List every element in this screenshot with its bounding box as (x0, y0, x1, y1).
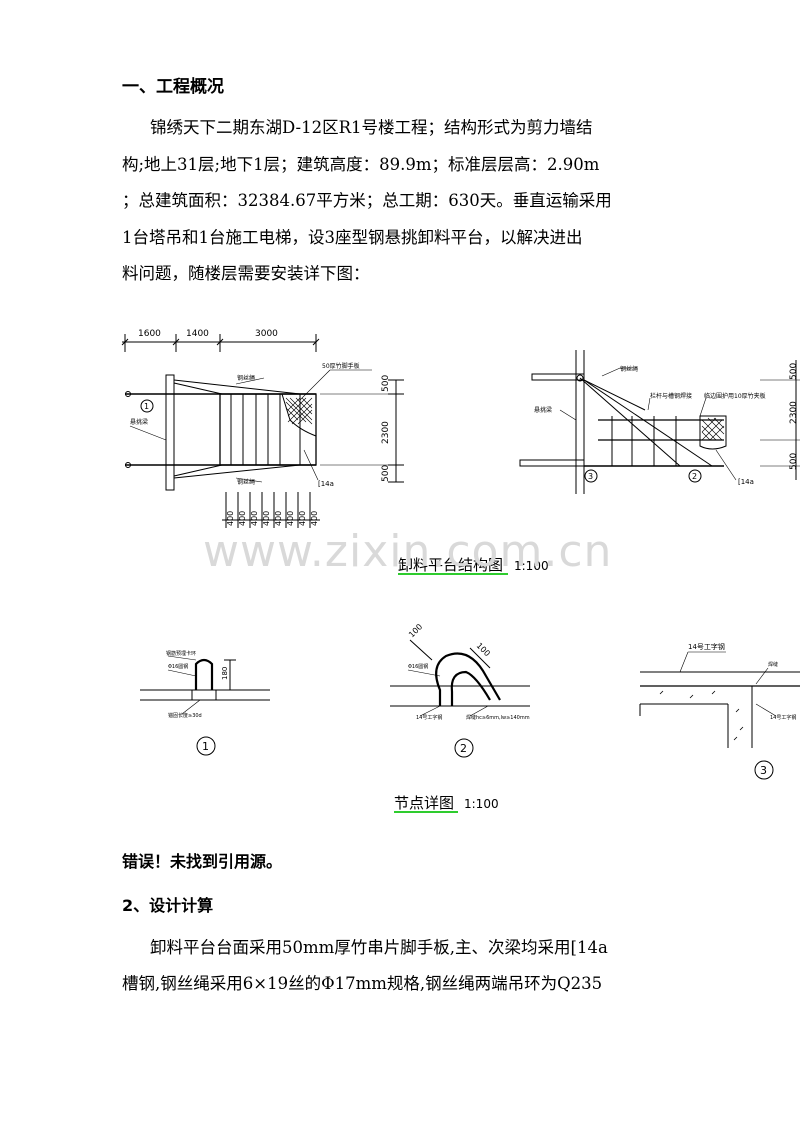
overview-line: 料问题，随楼层需要安装详下图： (122, 264, 370, 283)
figure1-title: 卸料平台结构图 (398, 556, 503, 574)
detail1-number: 1 (202, 740, 209, 753)
detail3-label-beam: 14号工字钢 (688, 642, 725, 651)
label-cantilever-beam-right: 悬挑梁 (534, 406, 552, 414)
section-heading-overview: 一、工程概况 (122, 77, 224, 97)
callout-1: 1 (144, 402, 149, 411)
design-paragraph: 卸料平台台面采用50mm厚竹串片脚手板,主、次梁均采用[14a 槽钢,钢丝绳采用… (122, 930, 682, 1002)
overview-line: 构;地上31层;地下1层；建筑高度：89.9m；标准层层高：2.90m (122, 154, 600, 174)
label-channel-right: [14a (738, 478, 754, 486)
dim-bottom: 400 (250, 511, 259, 526)
callout-2: 2 (692, 472, 697, 481)
callout-3: 3 (588, 472, 593, 481)
detail2-label-weld: 焊缝hc≥6mm,lw≥140mm (466, 714, 530, 721)
overview-line: 1台塔吊和1台施工电梯，设3座型钢悬挑卸料平台，以解决进出 (122, 227, 583, 247)
detail2-dim-a: 100 (407, 622, 424, 639)
detail3-label-weld: 焊缝 (768, 661, 778, 668)
label-guard: 临边围护用10厚竹夹板 (704, 392, 766, 400)
dim-top-1: 1600 (138, 329, 161, 339)
detail2-number: 2 (460, 742, 467, 755)
figure1-scale: 1:100 (514, 559, 549, 573)
label-rail: 栏杆与槽钢焊接 (650, 392, 692, 400)
design-line: 槽钢,钢丝绳采用6×19丝的Φ17mm规格,钢丝绳两端吊环为Q235 (122, 974, 603, 993)
dim-right-2: 2300 (381, 421, 391, 444)
detail1-label-bar: Φ16圆钢 (168, 663, 188, 670)
label-cantilever-beam: 悬挑梁 (130, 418, 148, 426)
detail1-dim: 180 (221, 667, 229, 680)
dim-bottom: 400 (226, 511, 235, 526)
dim-right2-2: 2300 (789, 401, 799, 424)
figure2-scale: 1:100 (464, 797, 499, 811)
design-line: 卸料平台台面采用50mm厚竹串片脚手板,主、次梁均采用[14a (150, 938, 608, 957)
figure2-title: 节点详图 (394, 794, 454, 812)
detail1-label-top: 钢筋预埋卡环 (166, 650, 196, 657)
label-wire-rope-right: 钢丝绳 (620, 365, 638, 373)
label-channel: [14a (318, 480, 334, 488)
reference-error-text: 错误！未找到引用源。 (122, 852, 283, 871)
overview-line: 锦绣天下二期东湖D-12区R1号楼工程；结构形式为剪力墙结 (150, 118, 593, 137)
dim-right-1: 500 (381, 375, 391, 392)
dim-bottom: 400 (286, 511, 295, 526)
section-heading-design: 2、设计计算 (122, 896, 214, 915)
detail2-label-bar: Φ16圆钢 (408, 663, 428, 670)
detail3-number: 3 (760, 764, 767, 777)
label-plank: 50厚竹脚手板 (322, 362, 360, 370)
overview-paragraph: 锦绣天下二期东湖D-12区R1号楼工程；结构形式为剪力墙结 构;地上31层;地下… (122, 110, 682, 293)
dim-top-2: 1400 (186, 329, 209, 339)
dim-bottom: 400 (298, 511, 307, 526)
label-wire-rope: 钢丝绳 (237, 374, 255, 382)
dim-bottom: 400 (310, 511, 319, 526)
dim-bottom: 400 (262, 511, 271, 526)
dim-right2-3: 500 (789, 453, 799, 470)
dim-top-3: 3000 (255, 329, 278, 339)
dim-bottom: 400 (238, 511, 247, 526)
watermark: www.zixin.com.cn (203, 526, 613, 577)
detail1-label-bottom: 锚固长度≥30d (168, 712, 202, 719)
detail3-label-channel: 14号工字钢 (770, 714, 796, 721)
label-wire-rope-b: 钢丝绳 (237, 478, 255, 486)
overview-line: ；总建筑面积：32384.67平方米；总工期：630天。垂直运输采用 (122, 191, 612, 210)
dim-bottom: 400 (274, 511, 283, 526)
detail2-label-channel: 14号工字钢 (416, 714, 442, 721)
dim-right-3: 500 (381, 465, 391, 482)
dim-right2-1: 500 (789, 363, 799, 380)
